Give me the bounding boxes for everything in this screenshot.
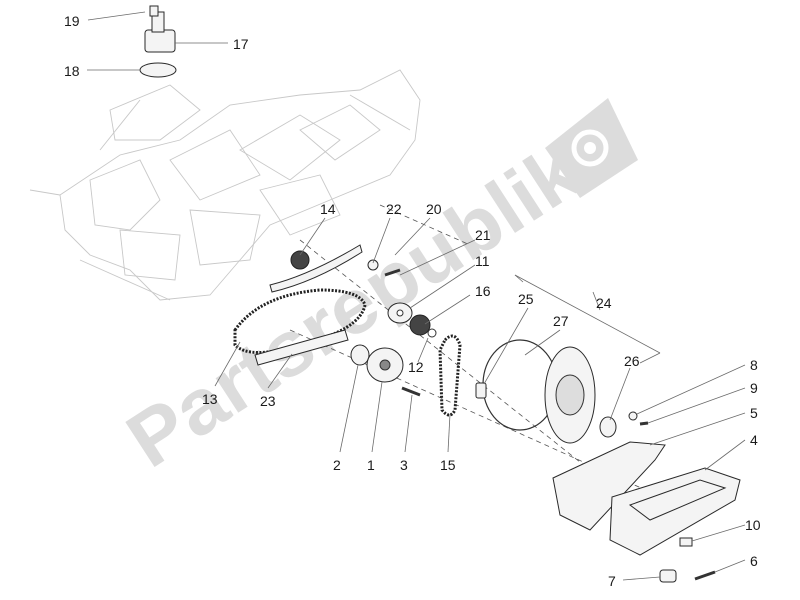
bracket-24 xyxy=(514,274,661,364)
label-8: 8 xyxy=(750,357,758,373)
callout-labels: 19 17 18 14 22 20 21 11 16 25 24 27 26 1… xyxy=(64,13,761,589)
bushing-25 xyxy=(475,382,487,399)
label-25: 25 xyxy=(518,291,534,307)
drive-sprocket xyxy=(290,250,310,270)
label-21: 21 xyxy=(475,227,491,243)
drain-bolt-6 xyxy=(694,570,716,581)
pump-screw xyxy=(401,386,421,397)
label-26: 26 xyxy=(624,353,640,369)
oil-pump-chain xyxy=(233,288,367,354)
label-19: 19 xyxy=(64,13,80,29)
oil-seal-26 xyxy=(599,416,617,438)
label-10: 10 xyxy=(745,517,761,533)
label-17: 17 xyxy=(233,36,249,52)
oil-sump xyxy=(609,467,741,556)
label-27: 27 xyxy=(553,313,569,329)
label-12: 12 xyxy=(408,359,424,375)
chain-guide-lower xyxy=(254,329,349,366)
label-9: 9 xyxy=(750,380,758,396)
washer-8 xyxy=(628,411,638,421)
washer-11 xyxy=(387,302,413,324)
engine-outline xyxy=(29,69,421,301)
label-24: 24 xyxy=(596,295,612,311)
screw-9 xyxy=(639,421,649,426)
label-22: 22 xyxy=(386,201,402,217)
label-13: 13 xyxy=(202,391,218,407)
label-11: 11 xyxy=(475,253,490,269)
oil-pump-chain-15 xyxy=(438,334,462,417)
tensioner-screw xyxy=(149,5,159,17)
label-6: 6 xyxy=(750,553,758,569)
label-2: 2 xyxy=(333,457,341,473)
label-7: 7 xyxy=(608,573,616,589)
label-15: 15 xyxy=(440,457,456,473)
label-3: 3 xyxy=(400,457,408,473)
plug-10 xyxy=(679,537,693,547)
spacer xyxy=(367,259,379,271)
oil-sump-gasket xyxy=(552,441,666,531)
label-23: 23 xyxy=(260,393,276,409)
drain-fitting-7 xyxy=(659,569,677,583)
label-20: 20 xyxy=(426,201,442,217)
oil-pump xyxy=(366,347,404,383)
tensioner-gasket xyxy=(139,62,177,78)
label-14: 14 xyxy=(320,201,336,217)
label-18: 18 xyxy=(64,63,80,79)
leader-lines xyxy=(87,11,746,581)
label-1: 1 xyxy=(367,457,375,473)
label-4: 4 xyxy=(750,432,758,448)
pump-cover xyxy=(350,344,370,366)
screw-21 xyxy=(384,268,401,277)
pump-sprocket xyxy=(409,314,431,336)
gear-icon xyxy=(545,98,638,198)
label-16: 16 xyxy=(475,283,491,299)
oil-pump-body xyxy=(544,346,596,444)
chain-tensioner xyxy=(144,11,176,53)
label-5: 5 xyxy=(750,405,758,421)
o-ring-12 xyxy=(427,328,437,338)
chain-guide-upper xyxy=(269,244,363,293)
